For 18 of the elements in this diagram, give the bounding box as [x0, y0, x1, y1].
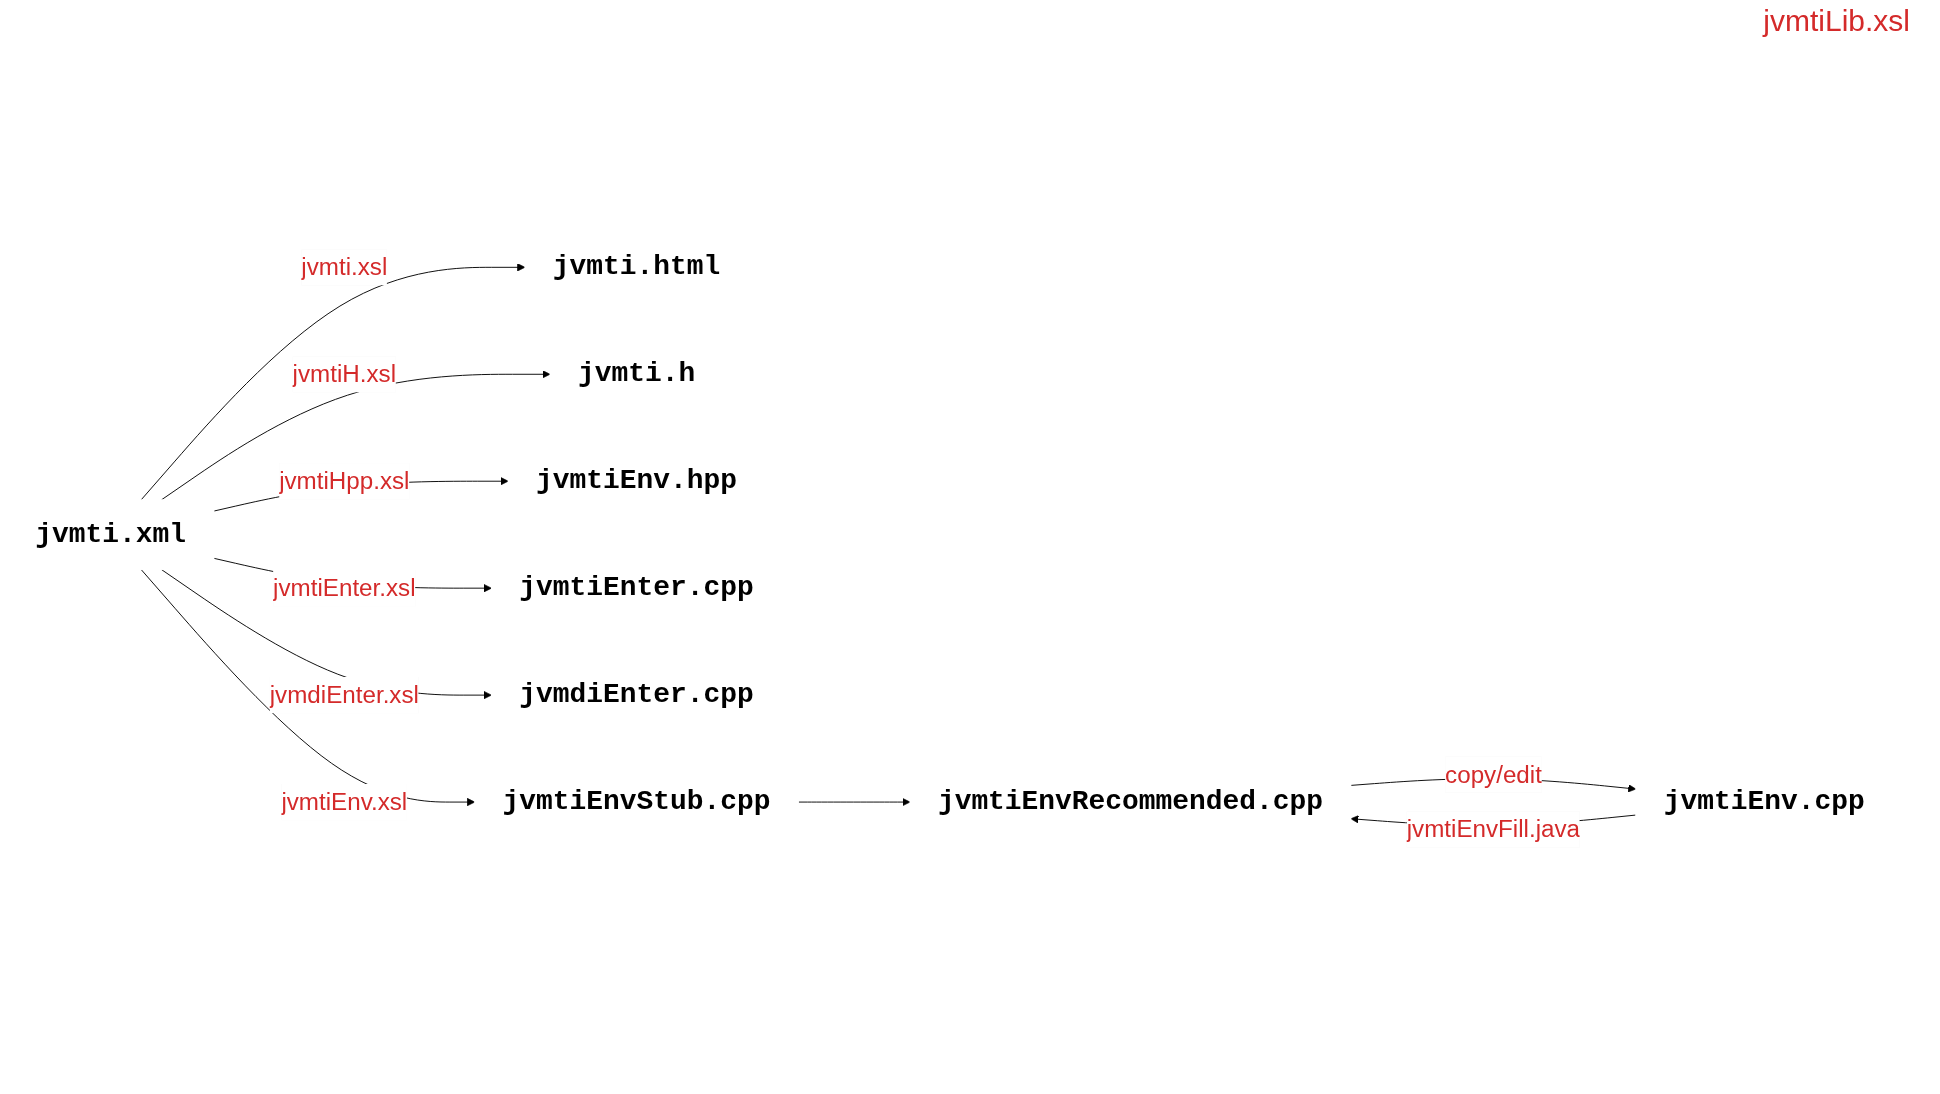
node-text: jvmtiEnvStub.cpp: [502, 785, 771, 818]
node-text: jvmtiEnv.cpp: [1663, 785, 1865, 818]
edge-label: jvmtiEnv.xsl: [281, 787, 408, 816]
edge-label: copy/edit: [1445, 760, 1542, 789]
node-text: jvmdiEnter.cpp: [519, 678, 754, 711]
note-label: jvmtiLib.xsl: [1763, 4, 1910, 37]
edge-label: jvmtiHpp.xsl: [279, 466, 410, 495]
edge-label: jvmtiEnter.xsl: [273, 573, 416, 602]
edge-label: jvmdiEnter.xsl: [269, 680, 419, 709]
node-text: jvmtiEnv.hpp: [536, 464, 738, 497]
node-text: jvmti.html: [552, 250, 721, 283]
edge-label: jvmti.xsl: [301, 252, 388, 281]
node-text: jvmtiEnvRecommended.cpp: [937, 785, 1323, 818]
node-text: jvmti.xml: [35, 518, 187, 550]
edge-label: jvmtiH.xsl: [292, 359, 397, 388]
node-text: jvmtiEnter.cpp: [519, 571, 754, 604]
node-text: jvmti.h: [577, 357, 696, 390]
edge-label: jvmtiEnvFill.java: [1406, 815, 1581, 843]
